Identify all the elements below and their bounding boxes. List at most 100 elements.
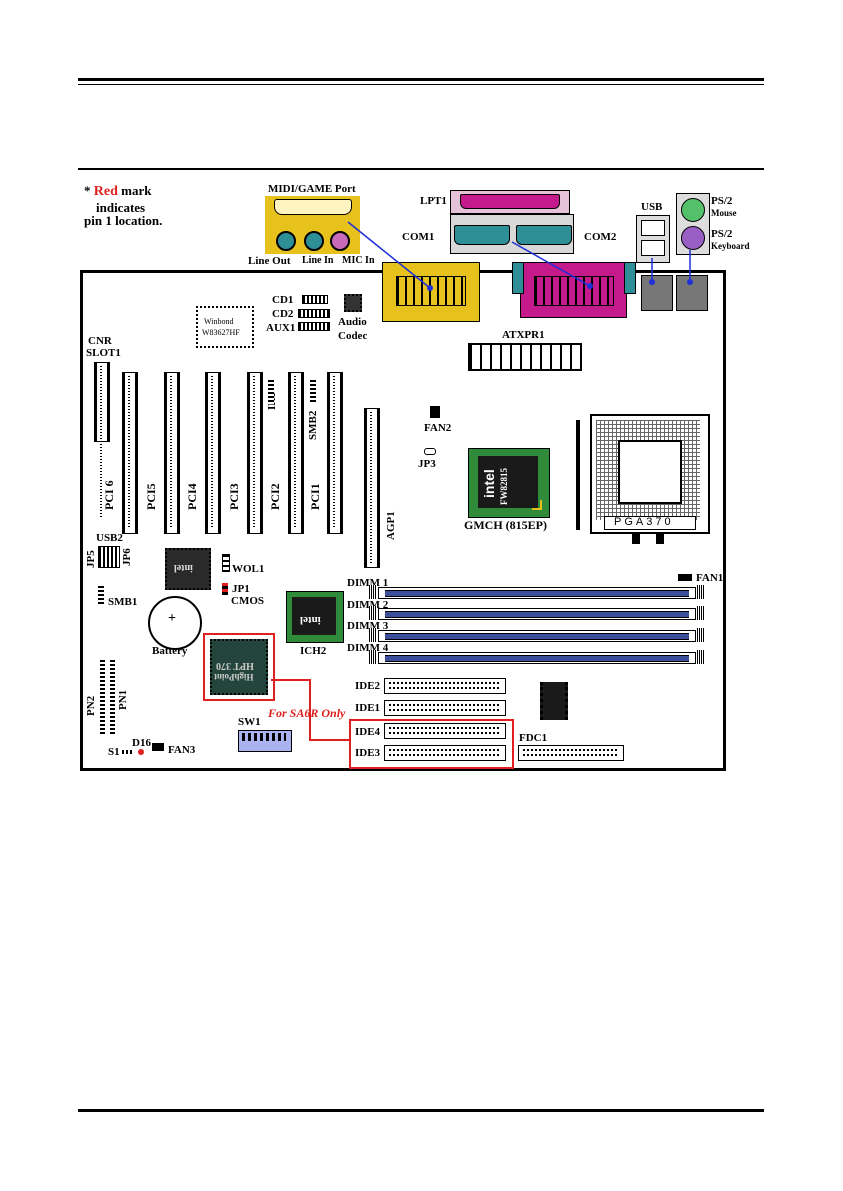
ide3-connector — [384, 745, 506, 761]
winbond-chip — [196, 306, 254, 348]
usb2-label: USB2 — [96, 532, 123, 544]
sw1-switches — [242, 733, 286, 741]
battery-plus: + — [168, 611, 176, 626]
cpu-lever — [576, 420, 580, 530]
ide1-connector — [384, 700, 506, 716]
ide3-label: IDE3 — [355, 747, 381, 759]
atx-power-connector — [468, 343, 582, 371]
ide2-label: IDE2 — [355, 680, 381, 692]
ps2-mouse-label-2: Mouse — [711, 208, 737, 218]
gmch-label: GMCH (815EP) — [464, 518, 547, 532]
audio-codec-label-2: Codec — [338, 330, 368, 342]
ps2-kb-label-1: PS/2 — [711, 228, 733, 240]
cd1-header — [302, 295, 328, 304]
wol1-header — [222, 554, 230, 572]
cpu-standoff-2 — [656, 534, 664, 544]
cpu-socket-center — [618, 440, 682, 504]
wol1-label: WOL1 — [232, 563, 265, 575]
flash-chip — [540, 682, 568, 720]
gmch-pin1-mark — [532, 500, 542, 510]
fan1-label: FAN1 — [696, 572, 724, 584]
smb2-header — [310, 380, 316, 404]
com2-connector — [516, 225, 572, 245]
lpt1-label: LPT1 — [420, 195, 447, 207]
cmos-label: CMOS — [231, 595, 264, 607]
dimm4-slot — [369, 650, 705, 664]
fan1-header — [678, 574, 692, 581]
fan3-header — [152, 743, 164, 751]
ide34-highlight-box — [349, 719, 514, 769]
dimm1-label: DIMM 1 — [347, 577, 389, 589]
fdc1-label: FDC1 — [519, 732, 548, 744]
aux1-header — [298, 322, 330, 331]
pin1-note: * Red mark — [84, 183, 152, 199]
dimm3-slot — [369, 628, 705, 642]
ich2-die — [292, 597, 336, 635]
mic-in-label: MIC In — [342, 255, 375, 266]
cd1-label: CD1 — [272, 294, 294, 306]
top-rule-thin — [78, 84, 764, 85]
ps2-kb-label-2: Keyboard — [711, 241, 750, 251]
usb2-header — [98, 546, 120, 568]
usb-port-2 — [641, 240, 665, 256]
hpt370-chip — [210, 639, 268, 695]
d16-label: D16 — [132, 737, 151, 749]
sa6r-note: For SA6R Only — [268, 706, 346, 720]
section-rule — [78, 168, 764, 170]
com1-connector — [454, 225, 510, 245]
pci2-slot — [288, 372, 304, 534]
ide2-connector — [384, 678, 506, 694]
jp1-jumper — [222, 583, 228, 595]
line-in-label: Line In — [302, 255, 334, 266]
pn1-label: PN1 — [117, 689, 129, 710]
ide4-connector — [384, 723, 506, 739]
pci4-slot — [205, 372, 221, 534]
pga-label-box — [604, 516, 696, 530]
pin1-note-line2: indicates — [96, 200, 146, 215]
usb-label: USB — [641, 201, 663, 213]
pn2-header — [100, 660, 105, 734]
dimm2-slot — [369, 606, 705, 620]
battery — [148, 596, 202, 650]
winbond-label-2: W83627HF — [202, 328, 240, 337]
bottom-rule — [78, 1109, 764, 1112]
top-rule — [78, 78, 764, 81]
agp-slot — [364, 408, 380, 568]
usb-onboard — [641, 275, 673, 311]
cpu-standoff-1 — [632, 534, 640, 544]
ps2-mouse-label-1: PS/2 — [711, 195, 733, 207]
ps2-keyboard-port — [681, 226, 705, 250]
smb1-header — [98, 586, 104, 604]
com-onboard-2 — [624, 262, 636, 294]
line-out-label: Line Out — [248, 255, 291, 267]
jp3-label: JP3 — [418, 458, 436, 470]
dimm4-label: DIMM 4 — [347, 642, 389, 654]
usb-port-1 — [641, 220, 665, 236]
ide4-label: IDE4 — [355, 726, 381, 738]
cd2-header — [298, 309, 330, 318]
pn2-label: PN2 — [85, 695, 97, 716]
audio-codec-chip — [344, 294, 362, 312]
atxpr1-label: ATXPR1 — [502, 329, 545, 341]
jp3-jumper — [424, 448, 436, 455]
cnr-label-1: CNR — [88, 335, 112, 347]
ir1-header — [268, 380, 274, 404]
pin1-note-line3: pin 1 location. — [84, 213, 163, 228]
d16-led — [138, 749, 144, 755]
ich2-label: ICH2 — [300, 645, 327, 657]
ide1-label: IDE1 — [355, 702, 381, 714]
audio-codec-label-1: Audio — [338, 316, 367, 328]
winbond-label-1: Winbond — [204, 317, 234, 326]
pci1-slot — [327, 372, 343, 534]
line-in-jack — [304, 231, 324, 251]
gmch-die — [478, 456, 538, 508]
cnr-slot — [94, 362, 110, 518]
pn1-header — [110, 660, 115, 734]
s1-header — [122, 750, 132, 754]
com2-label: COM2 — [584, 231, 617, 243]
dimm2-label: DIMM 2 — [347, 599, 389, 611]
aux1-label: AUX1 — [266, 322, 296, 334]
ps2-mouse-port — [681, 198, 705, 222]
